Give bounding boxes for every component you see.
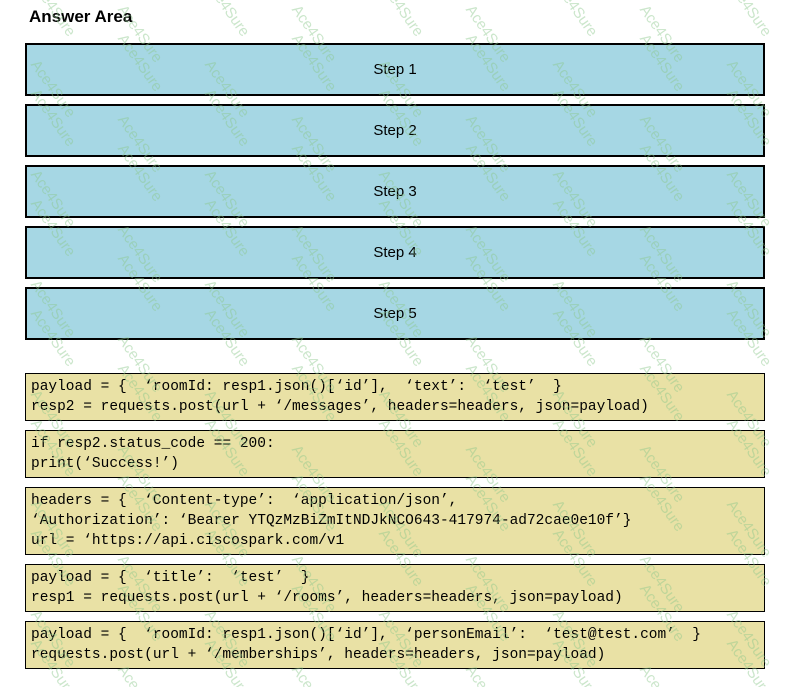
- code-option-headers-url[interactable]: headers = { ‘Content-type’: ‘application…: [25, 487, 765, 555]
- code-line: payload = { ‘roomId: resp1.json()[‘id’],…: [31, 627, 702, 643]
- code-option-post-message[interactable]: payload = { ‘roomId: resp1.json()[‘id’],…: [25, 373, 765, 421]
- step-slot-label: Step 3: [373, 183, 417, 200]
- step-slot-label: Step 5: [373, 305, 417, 322]
- code-line: payload = { ‘roomId: resp1.json()[‘id’],…: [31, 379, 562, 395]
- steps-list: Step 1 Step 2 Step 3 Step 4 Step 5: [25, 43, 765, 348]
- code-line: resp2 = requests.post(url + ‘/messages’,…: [31, 399, 649, 415]
- code-line: ‘Authorization’: ‘Bearer YTQzMzBiZmItNDJ…: [31, 513, 632, 529]
- step-slot-label: Step 2: [373, 122, 417, 139]
- code-options-list: payload = { ‘roomId: resp1.json()[‘id’],…: [25, 373, 765, 678]
- step-slot-2[interactable]: Step 2: [25, 104, 765, 157]
- code-line: resp1 = requests.post(url + ‘/rooms’, he…: [31, 590, 623, 606]
- step-slot-3[interactable]: Step 3: [25, 165, 765, 218]
- code-option-add-membership[interactable]: payload = { ‘roomId: resp1.json()[‘id’],…: [25, 621, 765, 669]
- step-slot-label: Step 4: [373, 244, 417, 261]
- step-slot-5[interactable]: Step 5: [25, 287, 765, 340]
- code-line: headers = { ‘Content-type’: ‘application…: [31, 493, 458, 509]
- step-slot-1[interactable]: Step 1: [25, 43, 765, 96]
- step-slot-4[interactable]: Step 4: [25, 226, 765, 279]
- code-line: if resp2.status_code == 200:: [31, 436, 275, 452]
- page-title: Answer Area: [29, 7, 133, 26]
- code-line: print(‘Success!’): [31, 456, 179, 472]
- step-slot-label: Step 1: [373, 61, 417, 78]
- code-line: payload = { ‘title’: ‘test’ }: [31, 570, 310, 586]
- code-line: requests.post(url + ‘/memberships’, head…: [31, 647, 606, 663]
- code-option-status-check[interactable]: if resp2.status_code == 200: print(‘Succ…: [25, 430, 765, 478]
- code-line: url = ‘https://api.ciscospark.com/v1: [31, 533, 345, 549]
- code-option-create-room[interactable]: payload = { ‘title’: ‘test’ } resp1 = re…: [25, 564, 765, 612]
